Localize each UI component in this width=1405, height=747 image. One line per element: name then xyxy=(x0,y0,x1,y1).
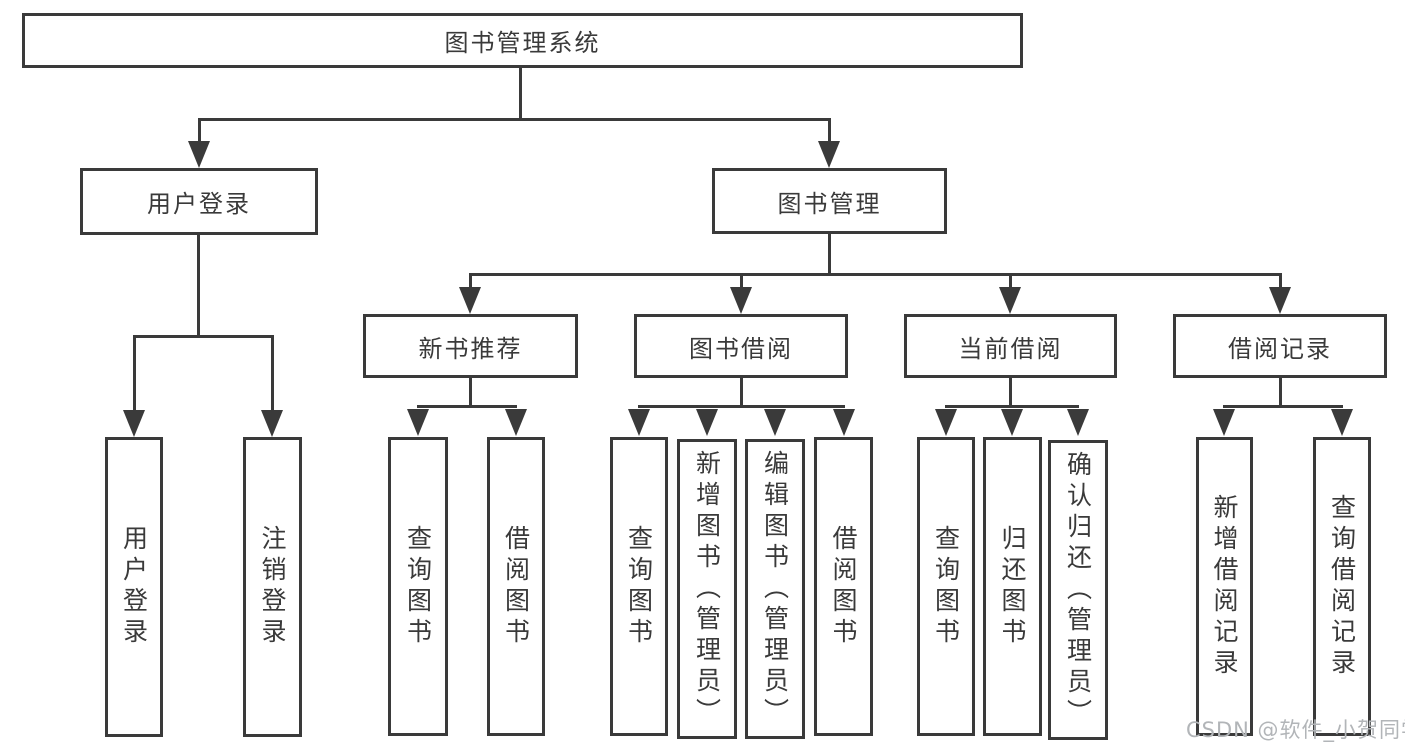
arrow-down-icon xyxy=(935,409,957,436)
leaf-label: 注销登录 xyxy=(258,525,287,649)
node-new-book-recommend: 新书推荐 xyxy=(363,314,578,378)
leaf-current-return-books: 归还图书 xyxy=(983,437,1042,736)
connector-line xyxy=(519,68,522,120)
arrow-down-icon xyxy=(1213,409,1235,436)
leaf-borrowing-add-books-admin: 新增图书（管理员） xyxy=(677,439,737,739)
connector-line xyxy=(198,118,201,144)
node-label: 借阅记录 xyxy=(1228,334,1332,363)
connector-line xyxy=(1279,273,1282,289)
leaf-label: 新增图书（管理员） xyxy=(692,449,722,729)
leaf-label: 编辑图书（管理员） xyxy=(760,449,790,729)
node-label: 当前借阅 xyxy=(958,334,1063,363)
connector-line xyxy=(1009,273,1012,289)
arrow-down-icon xyxy=(1331,409,1353,436)
leaf-label: 确认归还（管理员） xyxy=(1063,450,1093,730)
arrow-down-icon xyxy=(505,409,527,436)
watermark: CSDN @软件_小贺同学 xyxy=(1186,718,1405,742)
node-label: 用户登录 xyxy=(147,190,251,218)
arrow-down-icon xyxy=(1067,409,1089,436)
arrow-down-icon xyxy=(730,287,752,314)
arrow-down-icon xyxy=(1269,287,1291,314)
leaf-recommend-query-books: 查询图书 xyxy=(388,437,448,736)
leaf-borrowing-query-books: 查询图书 xyxy=(610,437,668,736)
connector-line xyxy=(740,378,743,408)
leaf-label: 借阅图书 xyxy=(829,524,858,649)
arrow-down-icon xyxy=(188,141,210,168)
leaf-label: 查询图书 xyxy=(624,524,654,649)
leaf-label: 查询借阅记录 xyxy=(1327,493,1357,680)
connector-line xyxy=(133,335,136,412)
leaf-recommend-borrow-books: 借阅图书 xyxy=(487,437,545,736)
connector-line xyxy=(638,405,845,408)
leaf-label: 查询图书 xyxy=(931,524,961,649)
leaf-borrowing-borrow-books: 借阅图书 xyxy=(814,437,873,736)
node-library-management-system: 图书管理系统 xyxy=(22,13,1023,68)
arrow-down-icon xyxy=(999,287,1021,314)
leaf-user-login: 用户登录 xyxy=(105,437,163,737)
node-label: 图书借阅 xyxy=(689,334,793,363)
node-label: 图书管理系统 xyxy=(444,29,601,57)
connector-line xyxy=(828,234,831,276)
connector-line xyxy=(1009,378,1012,408)
leaf-current-query-books: 查询图书 xyxy=(917,437,975,736)
arrow-down-icon xyxy=(818,141,840,168)
node-current-borrowing: 当前借阅 xyxy=(904,314,1117,378)
leaf-logout: 注销登录 xyxy=(243,437,302,737)
node-label: 图书管理 xyxy=(777,189,882,218)
leaf-label: 借阅图书 xyxy=(501,524,531,649)
arrow-down-icon xyxy=(833,409,855,436)
node-label: 新书推荐 xyxy=(418,334,523,363)
connector-line xyxy=(828,118,831,144)
leaf-label: 归还图书 xyxy=(998,524,1027,649)
node-borrowing-records: 借阅记录 xyxy=(1173,314,1387,378)
arrow-down-icon xyxy=(261,410,283,437)
arrow-down-icon xyxy=(696,409,718,436)
connector-line xyxy=(469,273,1281,276)
leaf-records-query-record: 查询借阅记录 xyxy=(1313,437,1371,736)
connector-line xyxy=(469,378,472,408)
arrow-down-icon xyxy=(459,287,481,314)
connector-line xyxy=(945,405,1079,408)
connector-line xyxy=(1279,378,1282,408)
leaf-label: 查询图书 xyxy=(403,524,433,649)
node-user-login: 用户登录 xyxy=(80,168,318,235)
arrow-down-icon xyxy=(1001,409,1023,436)
connector-line xyxy=(469,273,472,289)
leaf-borrowing-edit-books-admin: 编辑图书（管理员） xyxy=(745,439,805,739)
connector-line xyxy=(133,335,274,338)
connector-line xyxy=(271,335,274,412)
arrow-down-icon xyxy=(407,409,429,436)
connector-line xyxy=(417,405,517,408)
leaf-label: 用户登录 xyxy=(119,525,149,649)
connector-line xyxy=(1223,405,1343,408)
leaf-current-confirm-return-admin: 确认归还（管理员） xyxy=(1048,440,1108,740)
node-book-borrowing: 图书借阅 xyxy=(634,314,848,378)
connector-line xyxy=(740,273,743,289)
arrow-down-icon xyxy=(764,409,786,436)
leaf-records-add-record: 新增借阅记录 xyxy=(1196,437,1253,736)
connector-line xyxy=(198,118,831,121)
arrow-down-icon xyxy=(628,409,650,436)
leaf-label: 新增借阅记录 xyxy=(1210,493,1239,680)
node-book-management: 图书管理 xyxy=(712,168,947,234)
connector-line xyxy=(197,235,200,338)
arrow-down-icon xyxy=(123,410,145,437)
